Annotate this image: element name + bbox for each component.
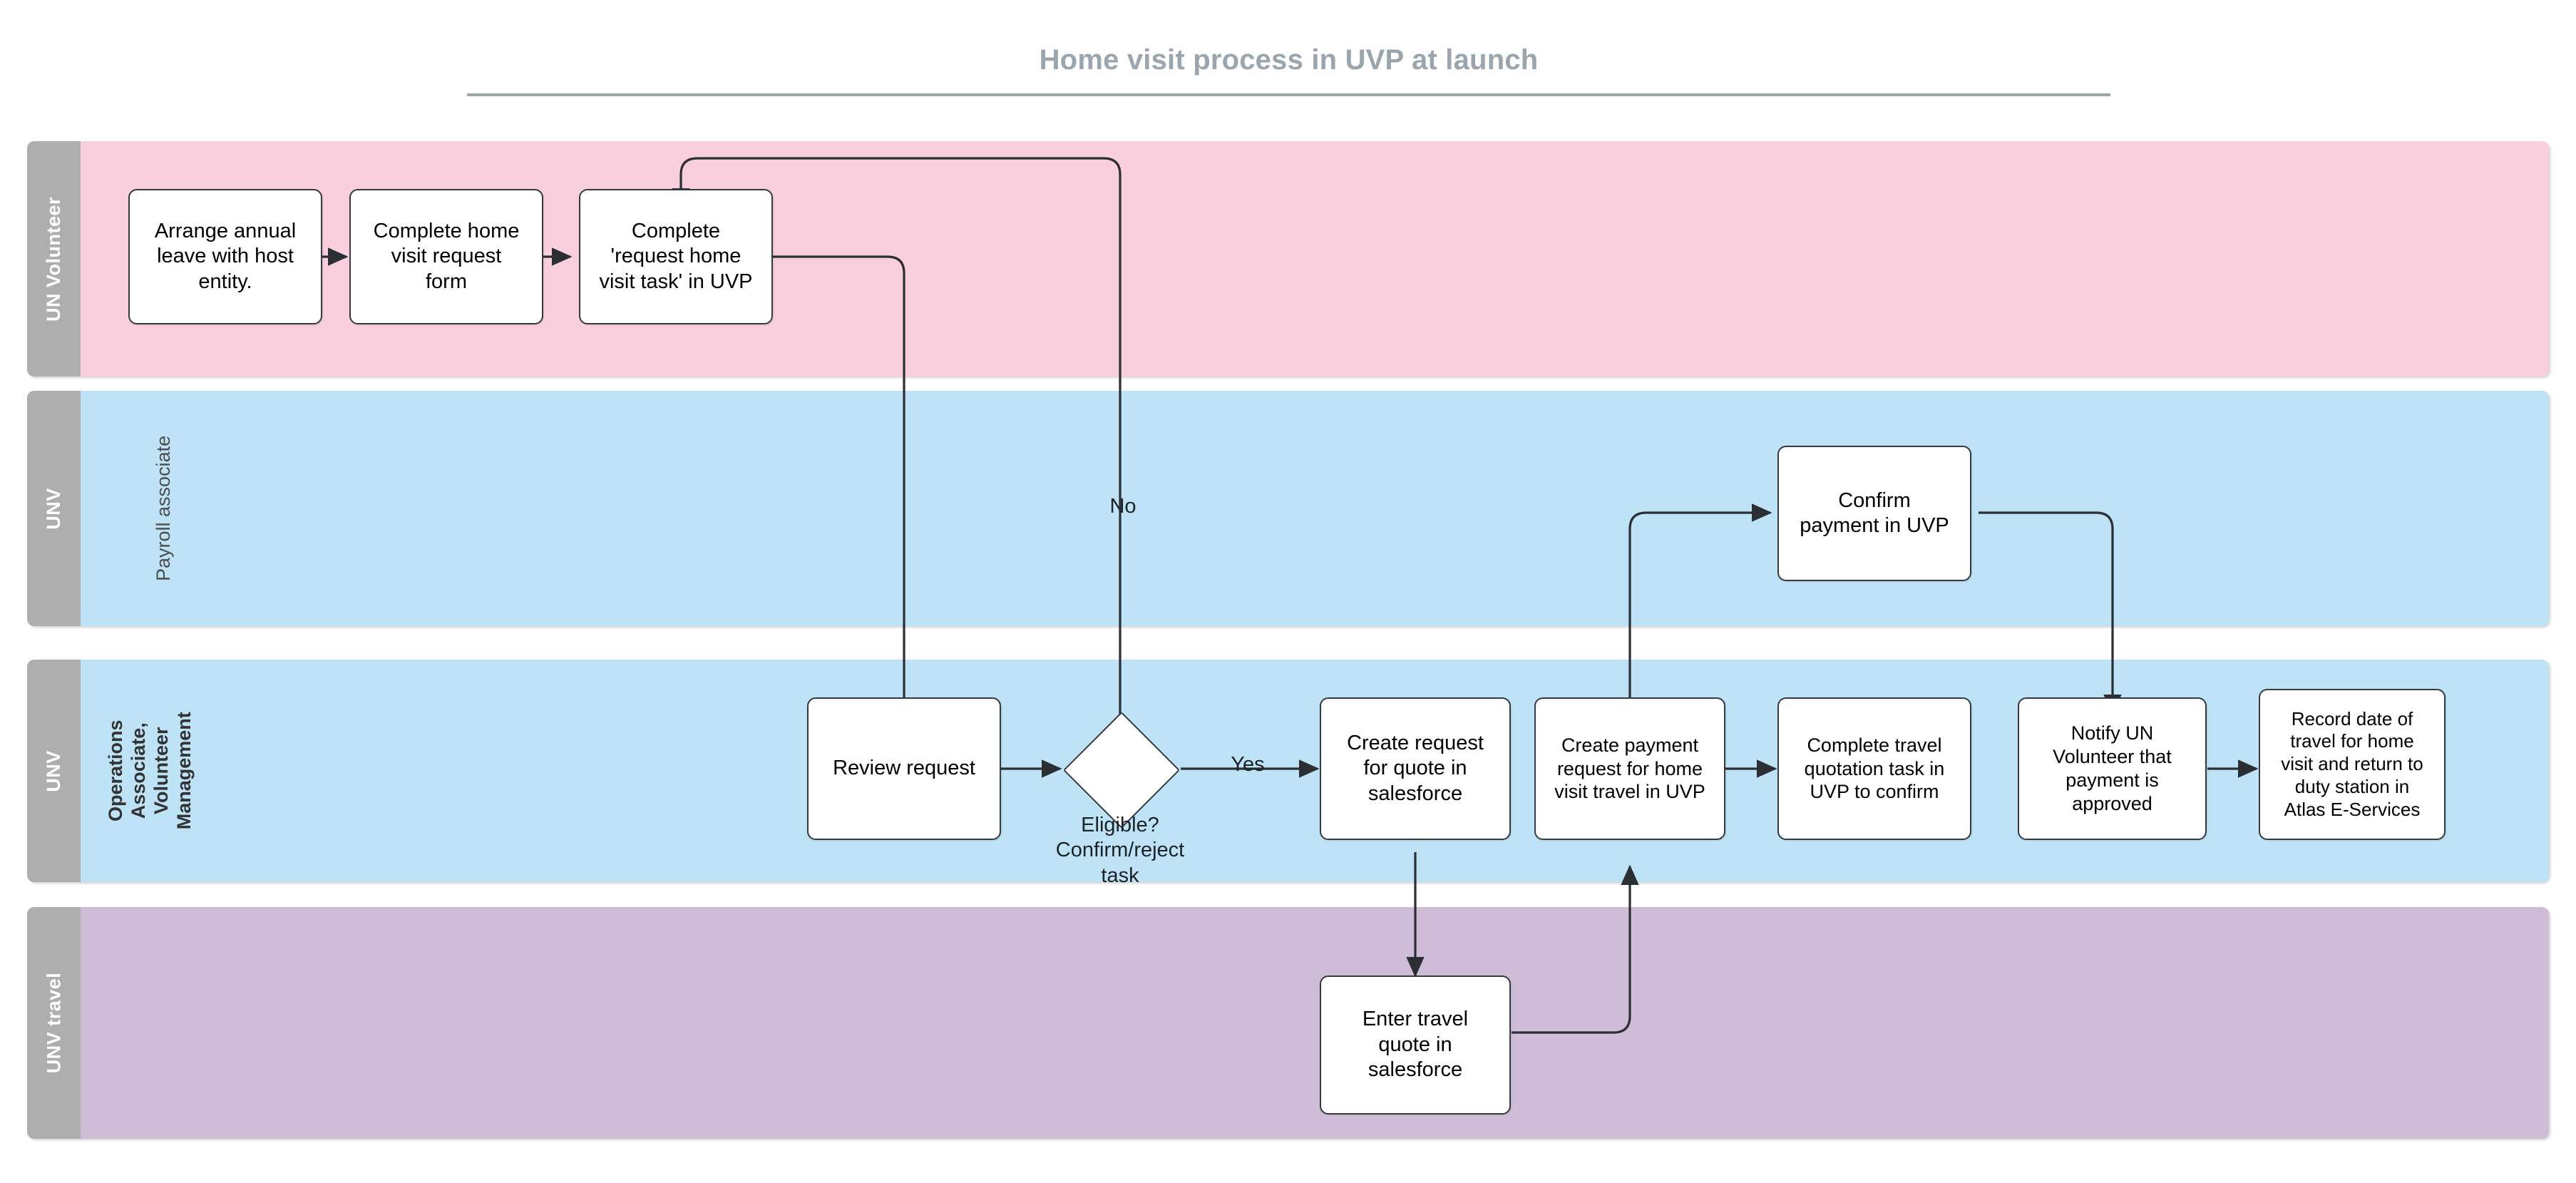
node-label: Arrange annual leave with host entity. [154, 219, 297, 293]
swimlane-sublabel-wrap-payroll: Payroll associate [91, 391, 237, 626]
edge-label-no: No [1109, 495, 1136, 518]
node-label: Complete travel quotation task in UVP to… [1804, 734, 1945, 803]
node-label: Confirm payment in UVP [1800, 488, 1949, 537]
node-confirm-payment-in-uvp[interactable]: Confirm payment in UVP [1777, 446, 1971, 581]
page-title-wrap: Home visit process in UVP at launch [467, 44, 2110, 76]
swimlane-header-label: UNV travel [43, 972, 64, 1074]
swimlane-body-unv-payroll [81, 391, 2549, 626]
swimlane-unv-travel: UNV travel [27, 907, 2549, 1139]
node-label: Enter travel quote in salesforce [1362, 1008, 1469, 1082]
node-create-request-for-quote[interactable]: Create request for quote in salesforce [1320, 697, 1511, 840]
swimlane-header-unv-operations: UNV [27, 660, 81, 882]
node-label: Create payment request for home visit tr… [1554, 734, 1705, 803]
swimlane-body-unv-travel [81, 907, 2549, 1139]
swimlane-header-unv-travel: UNV travel [27, 907, 81, 1139]
node-complete-home-visit-request-form[interactable]: Complete home visit request form [349, 189, 543, 324]
edge-label-yes: Yes [1231, 753, 1265, 776]
swimlane-header-label: UN Volunteer [43, 196, 65, 322]
node-complete-travel-quotation-task[interactable]: Complete travel quotation task in UVP to… [1777, 697, 1971, 840]
swimlane-header-unv-payroll: UNV [27, 391, 81, 626]
title-divider [467, 93, 2110, 96]
node-record-date-of-travel[interactable]: Record date of travel for home visit and… [2259, 689, 2446, 840]
swimlane-sublabel-wrap-operations: Operations Associate, Volunteer Manageme… [91, 660, 209, 882]
swimlane-sublabel-payroll: Payroll associate [153, 435, 175, 582]
node-enter-travel-quote[interactable]: Enter travel quote in salesforce [1320, 975, 1511, 1115]
page-title: Home visit process in UVP at launch [1039, 44, 1539, 76]
swimlane-header-un-volunteer: UN Volunteer [27, 141, 81, 377]
swimlane-header-label: UNV [42, 749, 64, 792]
swimlane-unv-payroll: UNV Payroll associate [27, 391, 2549, 626]
node-label: Record date of travel for home visit and… [2281, 707, 2423, 820]
node-complete-request-home-visit-task[interactable]: Complete 'request home visit task' in UV… [579, 189, 773, 324]
node-label: Notify UN Volunteer that payment is appr… [2053, 722, 2172, 814]
node-arrange-annual-leave[interactable]: Arrange annual leave with host entity. [128, 189, 322, 324]
swimlane-sublabel-operations: Operations Associate, Volunteer Manageme… [104, 712, 195, 830]
node-label: Complete home visit request form [373, 219, 520, 293]
node-notify-un-volunteer[interactable]: Notify UN Volunteer that payment is appr… [2018, 697, 2207, 840]
node-label: Review request [833, 757, 975, 780]
swimlane-header-label: UNV [42, 487, 64, 530]
decision-label-eligible: Eligible? Confirm/reject task [1055, 814, 1185, 887]
node-label: Create request for quote in salesforce [1347, 731, 1484, 805]
node-review-request[interactable]: Review request [807, 697, 1001, 840]
node-label: Complete 'request home visit task' in UV… [599, 219, 753, 293]
node-create-payment-request[interactable]: Create payment request for home visit tr… [1534, 697, 1725, 840]
